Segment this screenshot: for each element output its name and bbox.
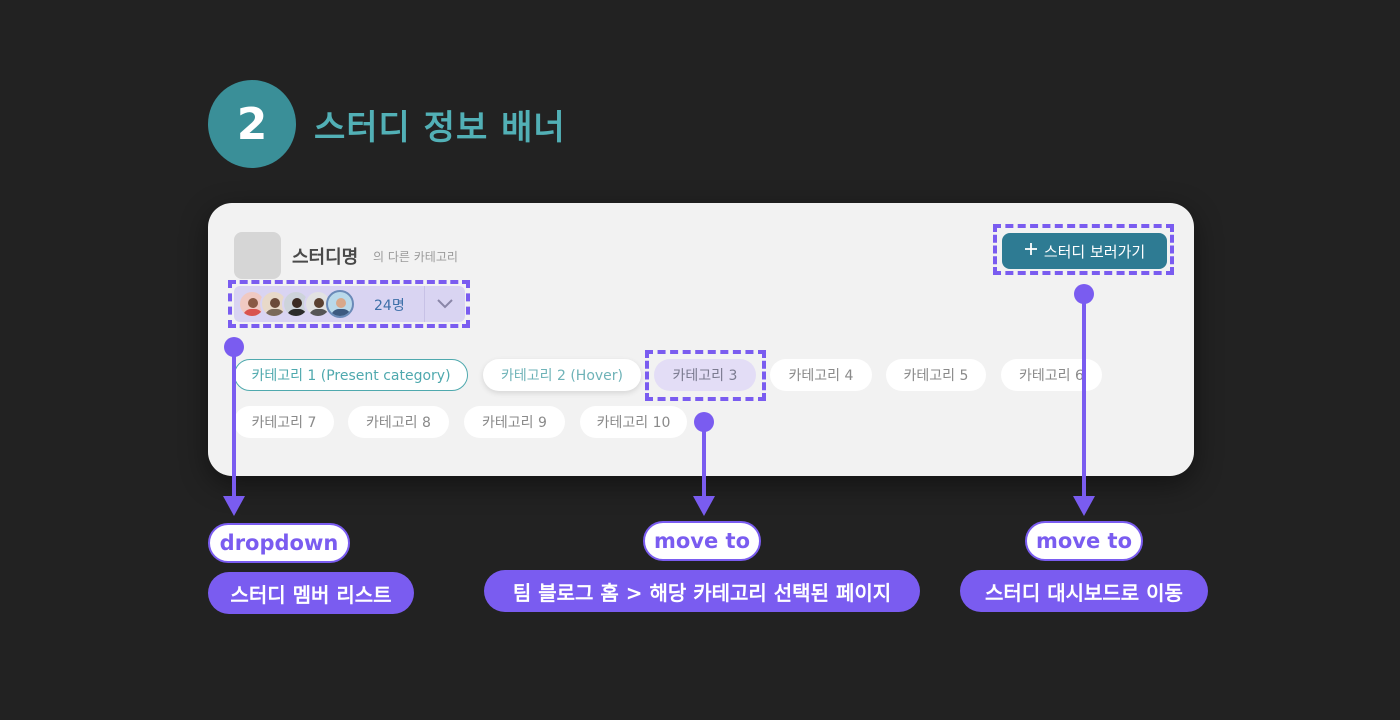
connector-dot [694, 412, 714, 432]
step-number-badge: 2 [208, 80, 296, 168]
category-chip[interactable]: 카테고리 7 [234, 406, 334, 438]
member-count: 24명 [374, 298, 405, 314]
annotation-description: 스터디 멤버 리스트 [208, 572, 414, 614]
annotation-action: move to [1025, 521, 1143, 561]
category-chip[interactable]: 카테고리 3 [654, 359, 756, 391]
category-chip-present[interactable]: 카테고리 1 (Present category) [234, 359, 468, 391]
category-chip-hover[interactable]: 카테고리 2 (Hover) [483, 359, 641, 391]
category-chip[interactable]: 카테고리 8 [348, 406, 449, 438]
study-thumbnail [234, 232, 281, 279]
annotation-description: 팀 블로그 홈 > 해당 카테고리 선택된 페이지 [484, 570, 920, 612]
annotation-action: move to [643, 521, 761, 561]
study-info-banner: 스터디명 의 다른 카테고리 24명 스터디 보러가기 카테고리 1 (Pres… [208, 203, 1194, 476]
chevron-down-icon[interactable] [434, 292, 456, 314]
connector-line [232, 350, 236, 498]
arrow-down-icon [223, 496, 245, 516]
connector-dot [224, 337, 244, 357]
plus-icon [1024, 242, 1038, 260]
connector-line [1082, 297, 1086, 498]
avatar [326, 290, 354, 318]
divider [424, 286, 425, 322]
connector-line [702, 425, 706, 498]
study-subtitle: 의 다른 카테고리 [373, 250, 458, 264]
study-name: 스터디명 [292, 247, 359, 268]
category-chip[interactable]: 카테고리 4 [770, 359, 872, 391]
annotation-description: 스터디 대시보드로 이동 [960, 570, 1208, 612]
connector-dot [1074, 284, 1094, 304]
arrow-down-icon [1073, 496, 1095, 516]
category-chip[interactable]: 카테고리 9 [464, 406, 565, 438]
category-chip[interactable]: 카테고리 10 [580, 406, 687, 438]
arrow-down-icon [693, 496, 715, 516]
category-chip[interactable]: 카테고리 6 [1001, 359, 1102, 391]
go-to-study-label: 스터디 보러가기 [1043, 242, 1146, 261]
category-chip[interactable]: 카테고리 5 [886, 359, 986, 391]
go-to-study-button[interactable]: 스터디 보러가기 [1002, 233, 1167, 269]
annotation-action: dropdown [208, 523, 350, 563]
member-dropdown[interactable]: 24명 [234, 286, 465, 322]
section-title: 스터디 정보 배너 [314, 108, 566, 148]
